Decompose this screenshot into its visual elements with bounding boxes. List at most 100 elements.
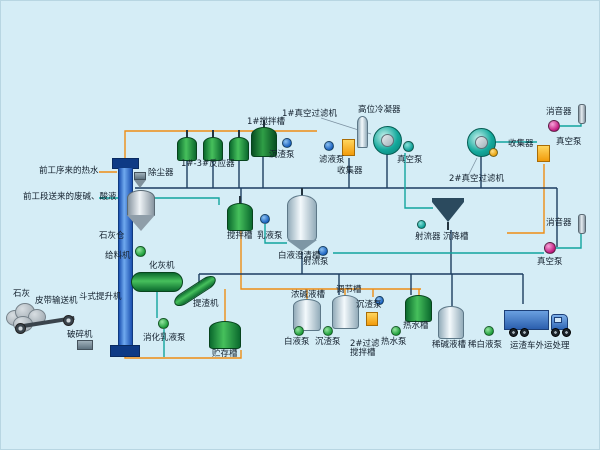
- label-jet-device: 射流器: [415, 232, 441, 242]
- label-waste-liquor-inlet: 前工段送来的废碱、酸液: [23, 192, 117, 202]
- truck-window: [554, 317, 562, 323]
- label-vacuum-filter-2: 2#真空过滤机: [449, 174, 505, 184]
- label-filtrate-pump: 滤液泵: [319, 155, 345, 165]
- truck-wheel: [562, 328, 571, 337]
- label-settling-tank: 沉降槽: [443, 232, 469, 242]
- muffler-b: [578, 214, 586, 234]
- label-emulsion-pump: 乳液泵: [257, 231, 283, 241]
- label-filter2-mixer-line1: 2#过滤: [350, 339, 380, 349]
- dust-collector-cone: [134, 180, 146, 188]
- label-white-liquor-pump: 白液泵: [284, 337, 310, 347]
- label-vacuum-filter-1: 1#真空过滤机: [282, 109, 338, 119]
- label-hot-water-inlet: 前工序来的热水: [39, 166, 99, 176]
- lime-silo: [127, 190, 155, 216]
- mixing-tank-agitator: [239, 196, 241, 203]
- white-liquor-clarifier: [287, 195, 317, 241]
- emulsion-pump: [260, 214, 270, 224]
- hot-water-tank: [405, 295, 432, 322]
- label-muffler-b: 消音器: [546, 218, 572, 228]
- conveyor-wheel: [15, 323, 26, 334]
- dilute-alkali-tank: [438, 306, 464, 339]
- label-vacuum-pump-c: 真空泵: [537, 257, 563, 267]
- truck-wheel: [520, 328, 529, 337]
- label-hot-water-pump: 热水泵: [381, 337, 407, 347]
- regulating-tank: [332, 295, 359, 329]
- label-regulating-tank: 调节槽: [336, 285, 362, 295]
- filter-2-mixing-tank: [366, 312, 378, 326]
- settling-tank-outlet: [447, 222, 449, 230]
- label-jet-pump: 射流泵: [303, 257, 329, 267]
- clarifier-cone: [287, 240, 317, 251]
- muffler-a: [578, 104, 586, 124]
- sediment-pump-c: [375, 296, 384, 305]
- vacuum-filter-1-core: [381, 134, 394, 147]
- reactor-agitator: [212, 130, 214, 137]
- label-sediment-pump-c: 沉渣泵: [356, 300, 382, 310]
- crusher: [77, 340, 93, 350]
- clarifier-agitator: [301, 188, 303, 195]
- mixing-tank-1: [251, 127, 277, 157]
- sediment-pump-b: [323, 326, 333, 336]
- digestion-emulsion-pump: [158, 318, 169, 329]
- label-collector-b: 收集器: [508, 139, 534, 149]
- label-lime-slaker: 化灰机: [149, 261, 175, 271]
- vacuum-filter-2-core: [475, 136, 488, 149]
- slag-truck: [504, 303, 576, 340]
- jet-device: [417, 220, 426, 229]
- label-bucket-elevator: 斗式提升机: [79, 292, 122, 302]
- dilute-white-pump: [484, 326, 494, 336]
- storage-tank: [209, 321, 241, 349]
- label-vacuum-pump-a: 真空泵: [397, 155, 423, 165]
- reactor-agitator: [186, 130, 188, 137]
- label-mixing-tank-1: 1#搅拌槽: [247, 117, 286, 127]
- lime-slaker: [131, 272, 183, 292]
- label-dilute-white-pump: 稀白液泵: [468, 340, 503, 350]
- mixing-tank: [227, 203, 253, 231]
- reactor-1: [177, 137, 197, 161]
- truck-wheel: [509, 328, 518, 337]
- collector-a: [342, 139, 355, 156]
- jet-pump: [318, 246, 328, 256]
- reactor-agitator: [238, 130, 240, 137]
- lime-silo-cone: [127, 215, 155, 231]
- label-dust-collector: 除尘器: [148, 168, 174, 178]
- label-reactors: 1#-3#反应器: [181, 159, 235, 169]
- truck-wheel: [551, 328, 560, 337]
- label-belt-conveyor: 皮带输送机: [35, 296, 78, 306]
- navy-pipes: [135, 154, 558, 306]
- reactor-2: [203, 137, 223, 161]
- label-collector-a: 收集器: [337, 166, 363, 176]
- high-level-condenser: [357, 116, 368, 148]
- dust-collector-body: [134, 172, 146, 180]
- label-sediment-pump-b: 沉渣泵: [315, 337, 341, 347]
- feeder-pump: [135, 246, 146, 257]
- label-vacuum-pump-b: 真空泵: [556, 137, 582, 147]
- hot-water-pump: [391, 326, 401, 336]
- sediment-pump-a: [282, 138, 292, 148]
- label-digestion-pump: 消化乳液泵: [143, 333, 186, 343]
- label-truck-disposal: 运渣车外运处理: [510, 341, 570, 351]
- label-storage-tank: 贮存槽: [212, 349, 238, 359]
- strong-alkali-tank: [293, 299, 321, 331]
- label-condenser: 高位冷凝器: [358, 105, 401, 115]
- label-clarifier: 白液澄清槽: [278, 251, 321, 261]
- label-hot-water-tank: 热水槽: [403, 321, 429, 331]
- conveyor-wheel: [63, 315, 74, 326]
- reactor-3: [229, 137, 249, 161]
- filter-2-pump: [489, 148, 498, 157]
- label-sediment-pump-a: 沉渣泵: [269, 150, 295, 160]
- label-dilute-alkali-tank: 稀碱液槽: [432, 340, 467, 350]
- mixing-tank-1-agitator: [263, 120, 265, 127]
- vacuum-pump-b: [548, 120, 560, 132]
- filtrate-pump: [324, 141, 334, 151]
- label-lime: 石灰: [13, 289, 31, 299]
- label-muffler-a: 消音器: [546, 107, 572, 117]
- label-mixing-tank: 搅拌槽: [227, 231, 253, 241]
- label-filter2-mixer-line2: 搅拌槽: [350, 348, 376, 358]
- collector-b: [537, 145, 550, 162]
- white-liquor-pump: [294, 326, 304, 336]
- settling-tank: [432, 202, 464, 222]
- vacuum-filter-1-drum: [373, 126, 402, 155]
- label-slag-extractor: 提渣机: [193, 299, 219, 309]
